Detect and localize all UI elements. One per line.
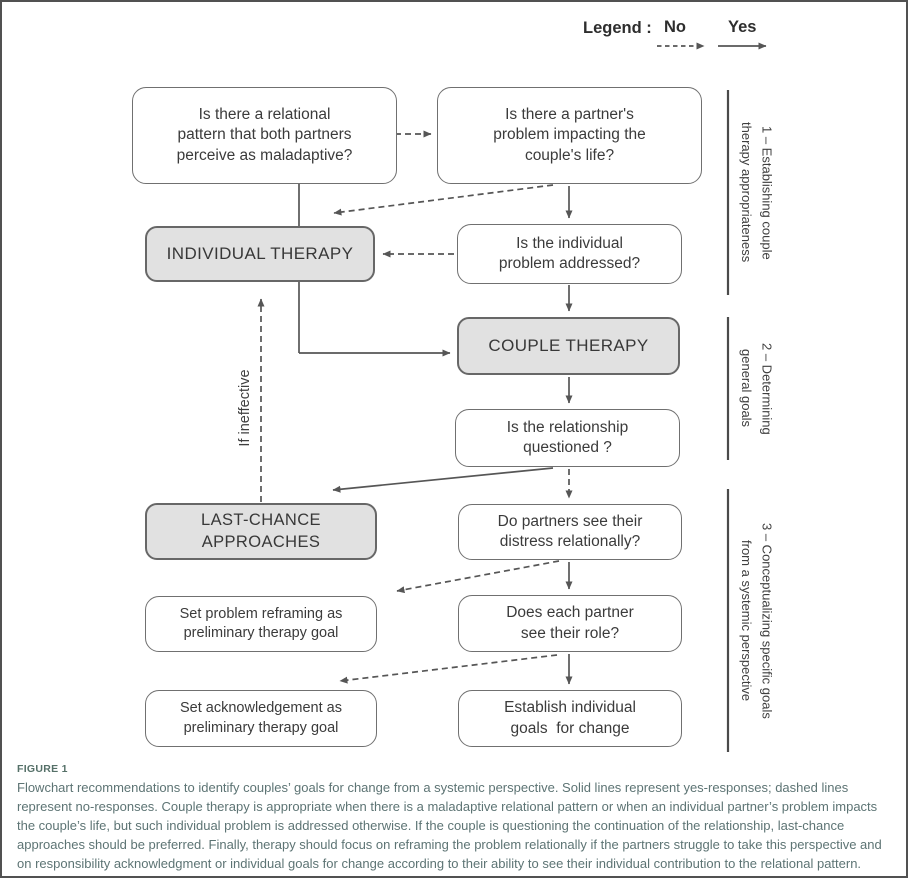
flow-box-individual-therapy: INDIVIDUAL THERAPY [145, 226, 375, 282]
arrow-no-distress-to-set-reframing [396, 560, 560, 594]
flow-box-couple-therapy: COUPLE THERAPY [457, 317, 680, 375]
flow-box-individual-therapy-label: INDIVIDUAL THERAPY [166, 243, 354, 263]
flow-box-relationship-questioned-label: Is the relationship questioned ? [506, 418, 629, 456]
legend-label: Legend : [583, 19, 652, 37]
flow-box-relational-pattern-label: Is there a relational pattern that both … [176, 105, 353, 164]
flow-box-couple-therapy-label: COUPLE THERAPY [488, 335, 649, 355]
flow-box-individual-problem-addressed-label: Is the individual problem addressed? [498, 234, 641, 272]
flow-box-each-partner-role-label: Does each partner see their role? [506, 604, 634, 642]
arrow-no-role-to-set-acknowledgement [339, 654, 558, 684]
figure-caption-text: Flowchart recommendations to identify co… [17, 780, 882, 872]
edge-label-if-ineffective: If ineffective [237, 369, 253, 447]
flow-box-set-acknowledgement: Set acknowledgement as preliminary thera… [145, 690, 377, 747]
flow-box-last-chance-approaches: LAST-CHANCE APPROACHES [145, 503, 377, 560]
flow-box-partner-problem-label: Is there a partner's problem impacting t… [493, 105, 646, 164]
flow-box-partner-problem: Is there a partner's problem impacting t… [437, 87, 702, 184]
figure-caption-block: FIGURE 1 Flowchart recommendations to id… [17, 763, 893, 874]
flow-box-establish-individual-goals: Establish individual goals for change [458, 690, 682, 747]
flow-box-relationship-questioned: Is the relationship questioned ? [455, 409, 680, 467]
flow-box-establish-individual-goals-label: Establish individual goals for change [504, 699, 636, 737]
flow-box-set-problem-reframing: Set problem reframing as preliminary the… [145, 596, 377, 652]
arrow-no-partner-problem-to-individual-therapy [333, 184, 554, 216]
flow-box-distress-relationally-label: Do partners see their distress relationa… [497, 512, 643, 550]
legend-yes-label: Yes [728, 18, 757, 36]
flow-box-each-partner-role: Does each partner see their role? [458, 595, 682, 652]
figure-label: FIGURE 1 [17, 763, 68, 775]
flow-box-set-problem-reframing-label: Set problem reframing as preliminary the… [179, 605, 343, 641]
legend-no-label: No [664, 18, 686, 36]
flow-box-relational-pattern: Is there a relational pattern that both … [132, 87, 397, 184]
flow-box-set-acknowledgement-label: Set acknowledgement as preliminary thera… [179, 700, 342, 736]
section-label-3: 3 – Conceptualizing specific goals from … [739, 522, 775, 719]
flow-box-last-chance-approaches-label: LAST-CHANCE APPROACHES [201, 510, 321, 551]
section-label-1: 1 – Establishing couple therapy appropri… [739, 122, 775, 263]
flow-box-distress-relationally: Do partners see their distress relationa… [458, 504, 682, 560]
flow-box-individual-problem-addressed: Is the individual problem addressed? [457, 224, 682, 284]
section-label-2: 2 – Determining general goals [739, 342, 775, 435]
arrow-yes-questioned-to-last-chance [332, 467, 554, 493]
